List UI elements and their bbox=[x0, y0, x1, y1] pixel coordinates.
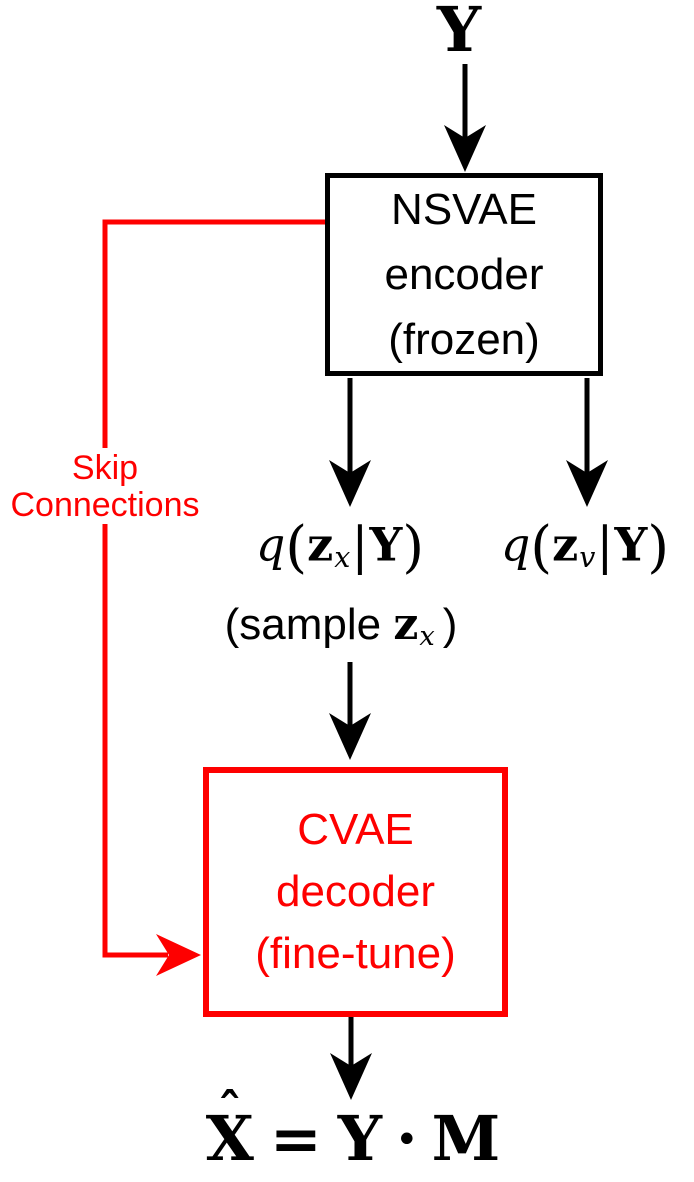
q-symbol: q bbox=[500, 517, 531, 572]
encoder-to-zx-arrow bbox=[329, 378, 371, 507]
skip-connection-arrowhead bbox=[156, 934, 201, 976]
dot-operator: · bbox=[396, 1102, 418, 1175]
y-symbol: Y bbox=[614, 517, 648, 572]
decoder-box-line3: (fine-tune) bbox=[255, 929, 456, 978]
z-symbol: z bbox=[393, 599, 419, 650]
encoder-to-zv-arrow bbox=[566, 378, 608, 507]
close-paren: ) bbox=[647, 515, 670, 580]
posterior-zv-label: q(zv|Y) bbox=[501, 510, 669, 586]
skip-label-line2: Connections bbox=[10, 486, 200, 524]
x-subscript: x bbox=[419, 621, 435, 652]
x-subscript: x bbox=[334, 540, 351, 574]
x-symbol: X bbox=[205, 1102, 254, 1175]
encoder-box: NSVAE encoder (frozen) bbox=[325, 173, 603, 376]
sample-to-decoder-arrow bbox=[329, 662, 371, 760]
input-arrow bbox=[444, 64, 486, 172]
encoder-box-line3: (frozen) bbox=[388, 315, 540, 364]
decoder-box-line2: decoder bbox=[275, 867, 435, 916]
skip-connection-line-bottom bbox=[102, 524, 168, 958]
skip-connections-label: Skip Connections bbox=[0, 450, 210, 524]
hat-accent: ˆ bbox=[217, 1083, 242, 1140]
open-paren: ( bbox=[530, 515, 553, 580]
decoder-box: CVAE decoder (fine-tune) bbox=[203, 767, 508, 1017]
q-symbol: q bbox=[255, 517, 286, 572]
encoder-box-line2: encoder bbox=[384, 250, 544, 299]
posterior-zx-label: q(zx|Y) bbox=[256, 510, 424, 586]
conditional-bar: | bbox=[351, 516, 369, 576]
close-paren: ) bbox=[402, 515, 425, 580]
v-subscript: v bbox=[579, 540, 596, 574]
close-paren: ) bbox=[442, 600, 458, 649]
encoder-box-line1: NSVAE bbox=[391, 185, 537, 234]
y-symbol: Y bbox=[369, 517, 403, 572]
sample-text: (sample bbox=[224, 600, 382, 649]
decoder-output-arrow bbox=[330, 1014, 372, 1100]
y-symbol: Y bbox=[337, 1102, 383, 1175]
equals-sign: = bbox=[269, 1102, 322, 1175]
decoder-box-line1: CVAE bbox=[297, 805, 414, 854]
skip-label-line1: Skip bbox=[71, 449, 139, 487]
input-label: Y bbox=[436, 0, 482, 66]
conditional-bar: | bbox=[596, 516, 614, 576]
skip-connection-line-top bbox=[102, 219, 327, 448]
open-paren: ( bbox=[285, 515, 308, 580]
sample-note: (sample zx) bbox=[225, 597, 458, 654]
m-symbol: M bbox=[431, 1102, 501, 1175]
z-symbol: z bbox=[552, 517, 579, 572]
z-symbol: z bbox=[307, 517, 334, 572]
